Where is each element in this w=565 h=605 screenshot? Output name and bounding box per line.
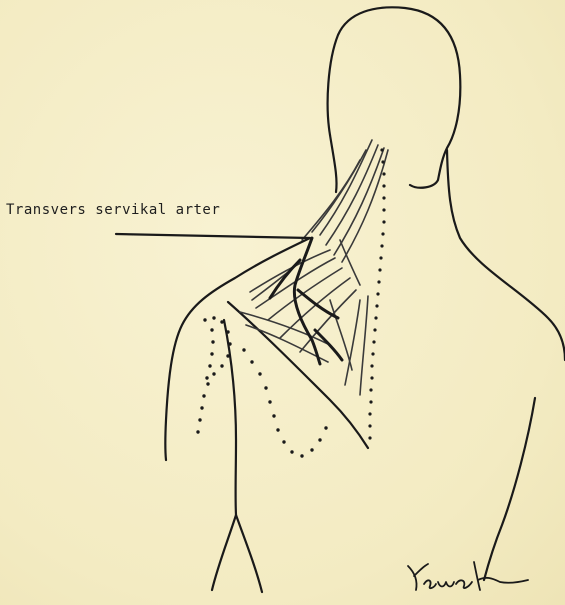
trapezius-fibers: [240, 140, 388, 395]
right-back-outline: [484, 398, 535, 580]
head-outline: [328, 7, 461, 187]
right-shoulder-outline: [447, 150, 565, 360]
artery-label: Transvers servikal arter: [6, 202, 220, 218]
label-leader-line: [116, 234, 310, 238]
artist-signature: [408, 562, 528, 590]
ear-outline: [330, 135, 337, 192]
left-arm-fork-outline: [212, 515, 262, 592]
deltoid-dotted-outline: [196, 316, 327, 457]
left-arm-inner-outline: [224, 320, 236, 515]
spine-dotted-line: [368, 148, 385, 439]
